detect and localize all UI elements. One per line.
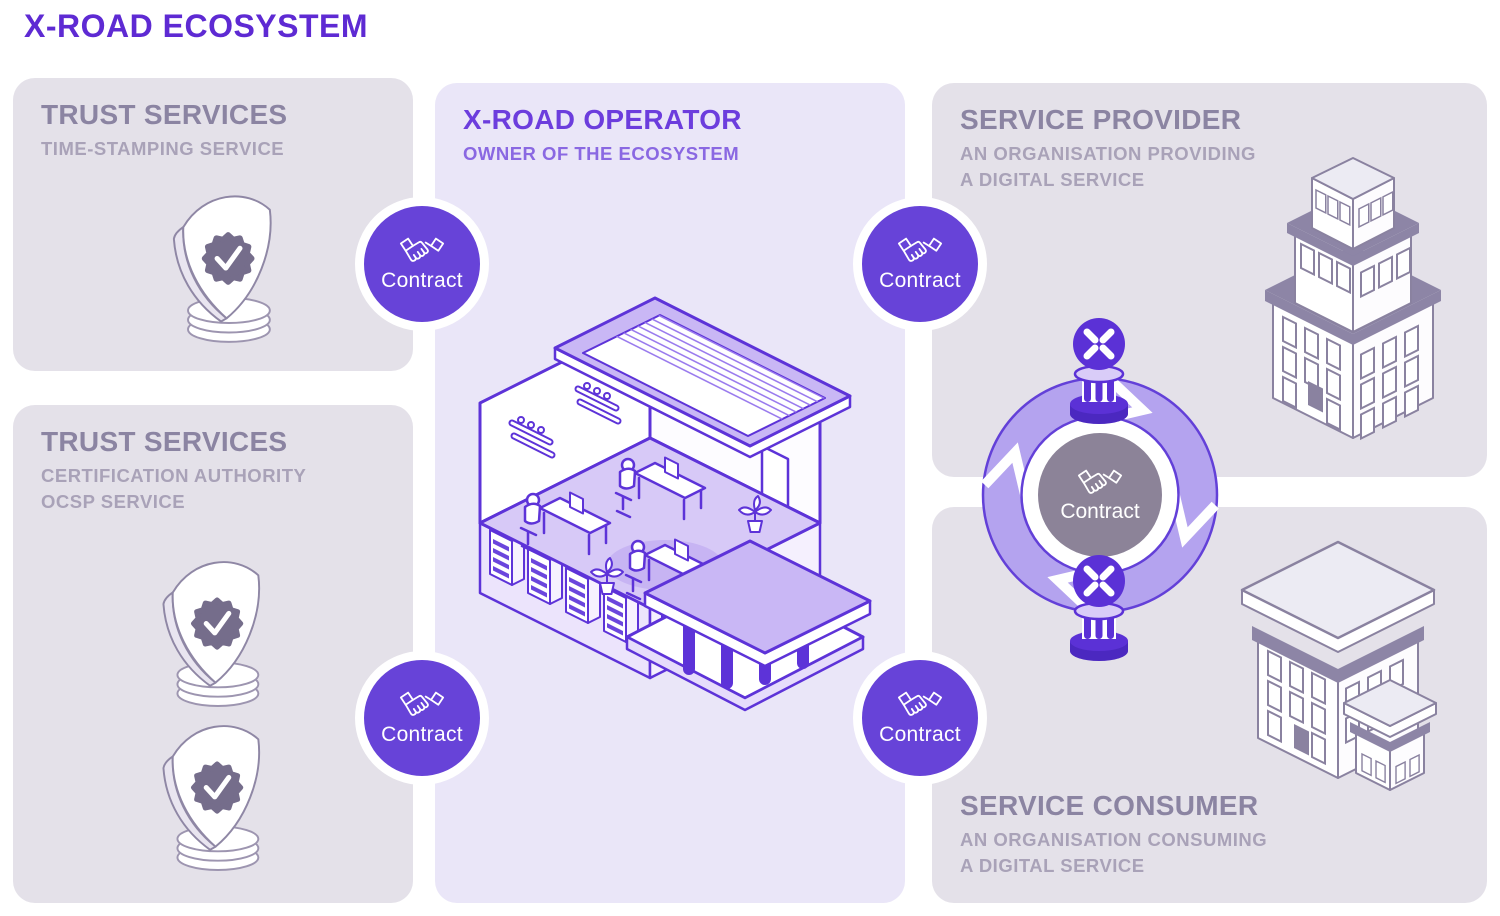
handshake-icon bbox=[399, 691, 445, 716]
xroad-operator-office-illustration bbox=[478, 296, 872, 712]
contract-label: Contract bbox=[879, 723, 961, 746]
panel-header: X-ROAD OPERATOR OWNER OF THE ECOSYSTEM bbox=[463, 103, 742, 167]
panel-header: SERVICE PROVIDER AN ORGANISATION PROVIDI… bbox=[960, 103, 1256, 193]
contract-badge: Contract bbox=[355, 197, 489, 331]
trust-services-top-title: TRUST SERVICES bbox=[41, 99, 288, 130]
operator-subtitle: OWNER OF THE ECOSYSTEM bbox=[463, 143, 740, 164]
contract-badge: Contract bbox=[853, 651, 987, 785]
security-server-icon bbox=[1054, 316, 1144, 428]
contract-label: Contract bbox=[381, 723, 463, 746]
handshake-icon bbox=[399, 237, 445, 262]
page-title: X-ROAD ECOSYSTEM bbox=[24, 8, 369, 44]
trust-shield-illustration bbox=[150, 172, 300, 349]
panel-header: SERVICE CONSUMER AN ORGANISATION CONSUMI… bbox=[960, 789, 1267, 879]
service-consumer-subtitle-line2: A DIGITAL SERVICE bbox=[960, 855, 1145, 876]
contract-label: Contract bbox=[879, 269, 961, 292]
contract-label: Contract bbox=[381, 269, 463, 292]
handshake-icon bbox=[897, 691, 943, 716]
service-provider-subtitle-line2: A DIGITAL SERVICE bbox=[960, 169, 1145, 190]
contract-label: Contract bbox=[1060, 499, 1140, 523]
service-provider-subtitle-line1: AN ORGANISATION PROVIDING bbox=[960, 143, 1256, 164]
contract-badge: Contract bbox=[355, 651, 489, 785]
trust-services-bottom-title: TRUST SERVICES bbox=[41, 426, 288, 457]
service-provider-building-illustration bbox=[1265, 157, 1441, 440]
trust-shield-illustration bbox=[140, 538, 288, 713]
operator-title: X-ROAD OPERATOR bbox=[463, 104, 742, 135]
service-provider-title: SERVICE PROVIDER bbox=[960, 104, 1242, 135]
security-server-icon bbox=[1054, 553, 1144, 665]
trust-services-bottom-subtitle-line1: CERTIFICATION AUTHORITY bbox=[41, 465, 307, 486]
handshake-icon bbox=[1077, 469, 1123, 494]
panel-header: TRUST SERVICES TIME-STAMPING SERVICE bbox=[41, 98, 287, 162]
service-consumer-title: SERVICE CONSUMER bbox=[960, 790, 1259, 821]
trust-shield-illustration bbox=[140, 702, 288, 877]
trust-services-top-subtitle: TIME-STAMPING SERVICE bbox=[41, 138, 285, 159]
panel-header: TRUST SERVICES CERTIFICATION AUTHORITY O… bbox=[41, 425, 306, 515]
handshake-icon bbox=[897, 237, 943, 262]
contract-badge-center: Contract bbox=[1038, 433, 1162, 557]
contract-badge: Contract bbox=[853, 197, 987, 331]
service-consumer-building-illustration bbox=[1240, 540, 1437, 791]
service-consumer-subtitle-line1: AN ORGANISATION CONSUMING bbox=[960, 829, 1268, 850]
trust-services-bottom-subtitle-line2: OCSP SERVICE bbox=[41, 491, 186, 512]
